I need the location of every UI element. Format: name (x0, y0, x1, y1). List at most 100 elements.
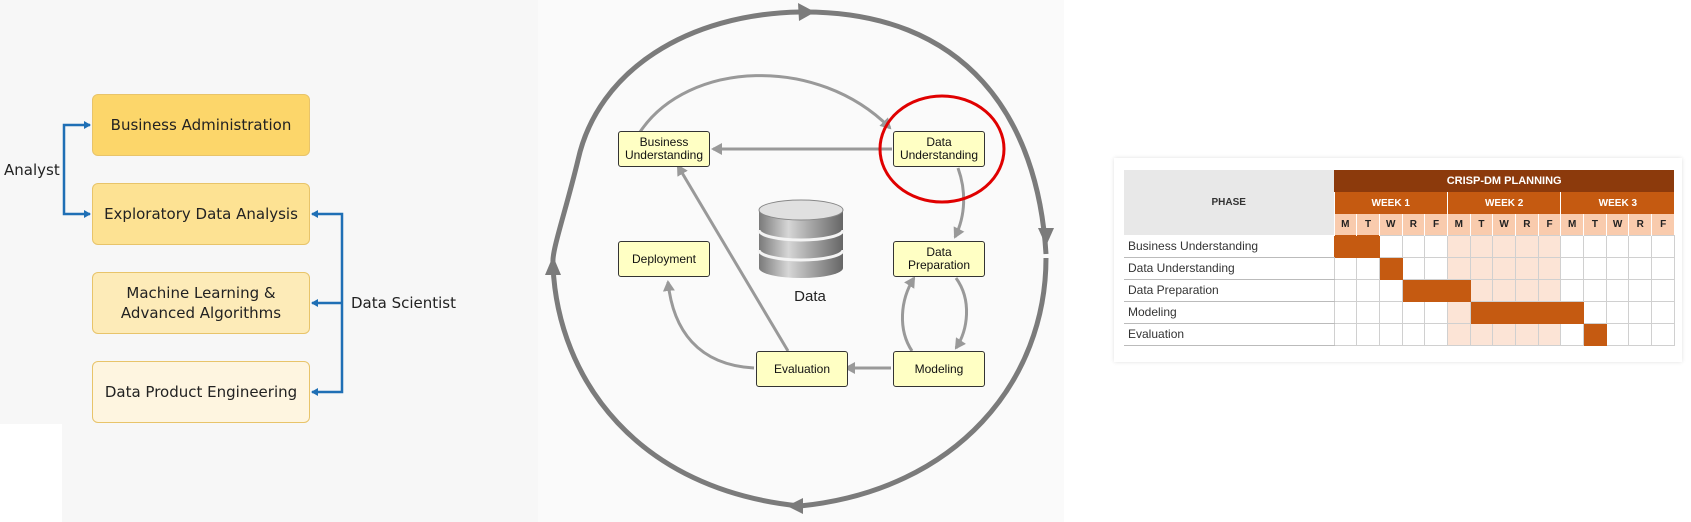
gantt-row: Modeling (1124, 300, 1675, 324)
gantt-cell (1469, 278, 1494, 302)
data-label: Data (794, 288, 826, 305)
node-modeling: Modeling (893, 351, 985, 387)
roles-connectors (62, 121, 344, 396)
gantt-cell (1560, 256, 1585, 280)
phase-name: Business Understanding (1124, 235, 1334, 258)
phase-name: Evaluation (1124, 323, 1334, 346)
week-header: WEEK 3 (1560, 192, 1675, 214)
gantt-cell (1492, 256, 1516, 280)
gantt-cell (1446, 322, 1471, 346)
gantt-row: Data Preparation (1124, 278, 1675, 302)
gantt-cell (1378, 322, 1403, 346)
gantt-cell (1628, 300, 1653, 324)
gantt-cell (1401, 300, 1426, 324)
day-header: M (1446, 214, 1471, 235)
gantt-cell (1537, 256, 1562, 280)
roles-panel: Business Administration Exploratory Data… (0, 0, 538, 522)
analyst-arrow-business (62, 121, 91, 170)
gantt-cell (1333, 278, 1358, 302)
phase-name: Modeling (1124, 301, 1334, 324)
gantt-cell (1401, 234, 1426, 258)
gantt-cell (1628, 234, 1653, 258)
day-header: M (1560, 214, 1584, 235)
gantt-cell (1515, 278, 1539, 302)
gantt-cell (1605, 256, 1630, 280)
scientist-arrow-dpe (311, 303, 344, 396)
gantt-cell (1492, 322, 1516, 346)
role-box-machine-learning: Machine Learning & Advanced Algorithms (92, 272, 310, 334)
gantt-row: Evaluation (1124, 322, 1675, 346)
node-evaluation: Evaluation (756, 351, 848, 387)
node-business-understanding: Business Understanding (618, 131, 710, 167)
scientist-arrow-eda (311, 210, 344, 303)
gantt-cell (1605, 234, 1630, 258)
gantt-cell (1537, 234, 1562, 258)
gantt-cell (1651, 300, 1675, 324)
gantt-bar-cell (1356, 234, 1380, 258)
gantt-cell (1583, 234, 1607, 258)
week-header: WEEK 1 (1333, 192, 1448, 214)
gantt-cell (1605, 322, 1630, 346)
gantt-cell (1605, 300, 1630, 324)
day-header: F (1651, 214, 1675, 235)
gantt-row: Data Understanding (1124, 256, 1675, 280)
gantt-bar-cell (1560, 300, 1585, 324)
gantt-cell (1651, 234, 1675, 258)
phase-header: PHASE (1124, 170, 1334, 235)
gantt-cell (1628, 278, 1653, 302)
node-data-understanding: Data Understanding (893, 131, 985, 167)
day-header: R (1515, 214, 1539, 235)
gantt-bar-cell (1469, 300, 1494, 324)
crisp-dm-arrows (545, 3, 1054, 514)
day-header: T (1356, 214, 1380, 235)
day-header: F (1424, 214, 1448, 235)
roles-background-lower (62, 424, 538, 522)
gantt-bar-cell (1492, 300, 1516, 324)
gantt-cell (1537, 322, 1562, 346)
gantt-cell (1560, 278, 1585, 302)
gantt-cell (1583, 300, 1607, 324)
gantt-cell (1651, 322, 1675, 346)
gantt-cell (1515, 234, 1539, 258)
phase-name: Data Preparation (1124, 279, 1334, 302)
gantt-cell (1378, 234, 1403, 258)
day-header: F (1537, 214, 1561, 235)
gantt-cell (1560, 234, 1585, 258)
phase-name: Data Understanding (1124, 257, 1334, 280)
gantt-cell (1469, 256, 1494, 280)
gantt-cell (1424, 322, 1448, 346)
day-header: W (1378, 214, 1403, 235)
gantt-cell (1378, 278, 1403, 302)
week-header: WEEK 2 (1446, 192, 1561, 214)
gantt-cell (1401, 256, 1426, 280)
gantt-cell (1492, 234, 1516, 258)
day-header: W (1605, 214, 1629, 235)
gantt-bar-cell (1401, 278, 1426, 302)
gantt-cell (1446, 300, 1471, 324)
gantt-cell (1424, 234, 1448, 258)
gantt-cell (1378, 300, 1403, 324)
gantt-bar-cell (1424, 278, 1448, 302)
role-box-exploratory-data-analysis: Exploratory Data Analysis (92, 183, 310, 245)
highlight-circle (878, 94, 1006, 204)
gantt-bar-cell (1378, 256, 1403, 280)
day-header: M (1333, 214, 1357, 235)
gantt-cell (1605, 278, 1630, 302)
gantt-cell (1446, 234, 1471, 258)
day-header: R (1401, 214, 1425, 235)
gantt-bar-cell (1583, 322, 1607, 346)
gantt-bar-cell (1537, 300, 1562, 324)
role-box-data-product-engineering: Data Product Engineering (92, 361, 310, 423)
gantt-cell (1583, 256, 1607, 280)
gantt-cell (1515, 256, 1539, 280)
gantt-cell (1446, 256, 1471, 280)
gantt-row: Business Understanding (1124, 234, 1675, 258)
crisp-dm-panel: Business Understanding Data Understandin… (538, 0, 1064, 522)
database-icon (757, 199, 845, 278)
role-box-business-administration: Business Administration (92, 94, 310, 156)
gantt-cell (1333, 322, 1358, 346)
gantt-bar-cell (1333, 234, 1358, 258)
